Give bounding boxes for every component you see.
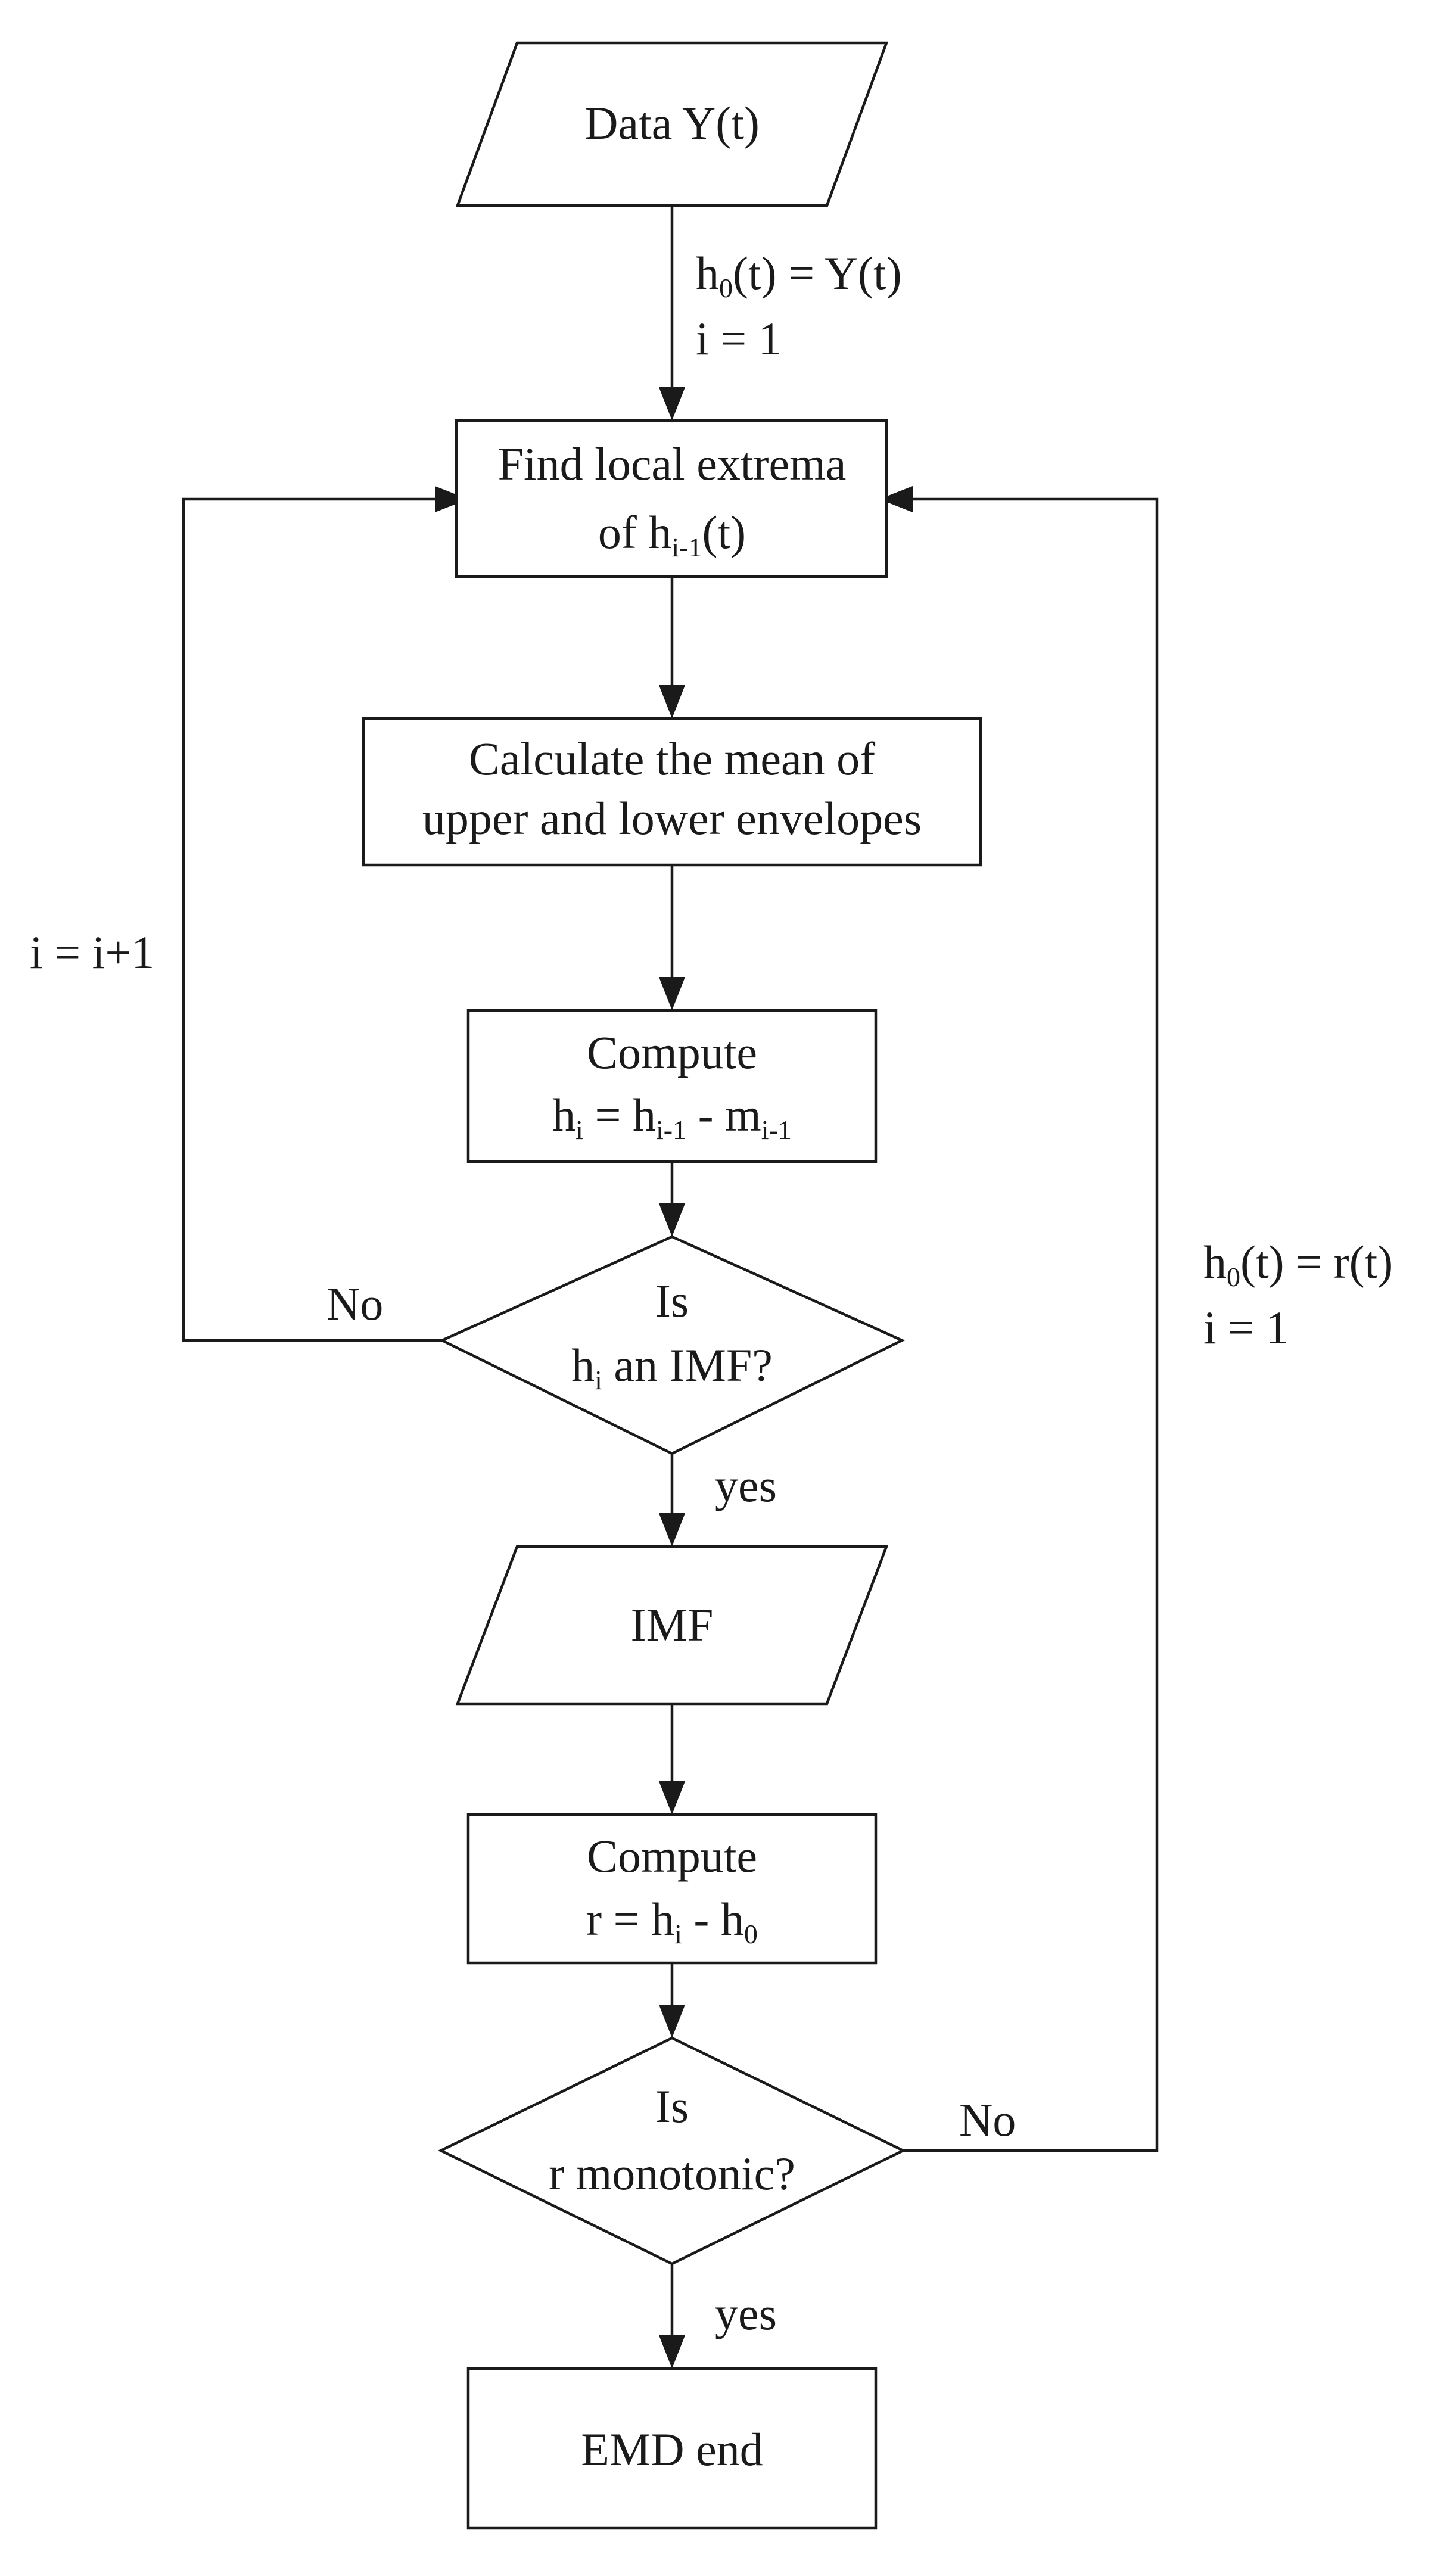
arrowhead-to-end bbox=[659, 2335, 685, 2369]
no-imf-label: No bbox=[326, 1278, 383, 1330]
end-box bbox=[466, 2367, 878, 2530]
is-mono-diamond bbox=[437, 2036, 907, 2266]
data-parallelogram bbox=[455, 41, 889, 207]
edge-loop-not-monotonic bbox=[903, 497, 1159, 2152]
imf-node: IMF bbox=[455, 1545, 889, 1706]
is-imf-line1: Is bbox=[655, 1275, 689, 1327]
arrowheads bbox=[435, 387, 913, 2369]
compute-h-line1: Compute bbox=[587, 1026, 757, 1078]
mean-line2: upper and lower envelopes bbox=[422, 792, 922, 844]
end-node: EMD end bbox=[466, 2367, 878, 2530]
arrowhead-to-is-mono bbox=[659, 2005, 685, 2038]
end-label: EMD end bbox=[581, 2423, 763, 2475]
mean-box bbox=[362, 717, 982, 867]
extrema-line2: of hi-1(t) bbox=[598, 506, 746, 562]
is-imf-diamond bbox=[438, 1235, 906, 1455]
arrowhead-to-compute-r bbox=[659, 1781, 685, 1815]
residual-label-line2: i = 1 bbox=[1203, 1302, 1289, 1353]
arrowhead-to-mean bbox=[659, 685, 685, 718]
no-mono-label: No bbox=[959, 2094, 1016, 2146]
arrowhead-loop-right bbox=[879, 486, 913, 512]
arrowhead-to-is-imf bbox=[659, 1203, 685, 1237]
compute-h-box bbox=[466, 1009, 878, 1163]
arrowhead-to-extrema bbox=[659, 387, 685, 421]
compute-r-line1: Compute bbox=[587, 1830, 757, 1882]
yes-imf-label: yes bbox=[715, 1460, 777, 1511]
extrema-box bbox=[455, 419, 888, 578]
mean-line1: Calculate the mean of bbox=[469, 733, 875, 785]
yes-mono-label: yes bbox=[715, 2288, 777, 2339]
increment-label: i = i+1 bbox=[30, 926, 154, 978]
imf-parallelogram bbox=[455, 1545, 889, 1706]
is-mono-line2: r monotonic? bbox=[549, 2148, 795, 2199]
arrowhead-loop-left bbox=[435, 486, 468, 512]
data-label: Data Y(t) bbox=[584, 97, 760, 149]
init-label-line2: i = 1 bbox=[696, 313, 782, 365]
residual-label-line1: h0(t) = r(t) bbox=[1203, 1236, 1393, 1292]
extrema-line1: Find local extrema bbox=[498, 438, 847, 490]
arrowhead-to-compute-h bbox=[659, 977, 685, 1010]
is-mono-line1: Is bbox=[655, 2080, 689, 2132]
arrowhead-to-imf bbox=[659, 1513, 685, 1547]
edge-labels: h0(t) = Y(t) i = 1 i = i+1 No yes No yes… bbox=[30, 247, 1393, 2339]
compute-h-line2: hi = hi-1 - mi-1 bbox=[552, 1089, 792, 1145]
compute-h-node: Compute hi = hi-1 - mi-1 bbox=[466, 1009, 878, 1163]
compute-r-line2: r = hi - h0 bbox=[586, 1893, 758, 1949]
compute-r-node: Compute r = hi - h0 bbox=[466, 1813, 878, 1965]
is-imf-line2: hi an IMF? bbox=[571, 1339, 773, 1395]
compute-r-box bbox=[466, 1813, 878, 1965]
edge-loop-no-imf bbox=[182, 497, 442, 1342]
extrema-node: Find local extrema of hi-1(t) bbox=[455, 419, 888, 578]
imf-label: IMF bbox=[631, 1599, 714, 1651]
connectors bbox=[182, 206, 1159, 2335]
mean-node: Calculate the mean of upper and lower en… bbox=[362, 717, 982, 867]
is-imf-node: Is hi an IMF? bbox=[438, 1235, 906, 1455]
init-label-line1: h0(t) = Y(t) bbox=[696, 247, 902, 303]
is-mono-node: Is r monotonic? bbox=[437, 2036, 907, 2266]
data-node: Data Y(t) bbox=[455, 41, 889, 207]
